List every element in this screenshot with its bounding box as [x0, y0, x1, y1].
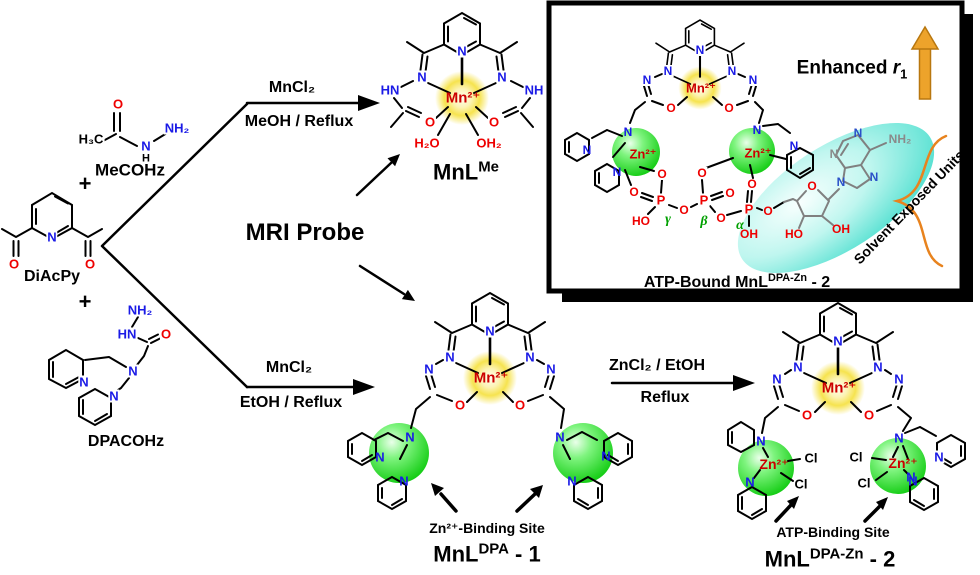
structure-mnl-dpa-1 — [347, 291, 633, 511]
solvent-units-brace — [892, 134, 948, 268]
reaction-arrow-top — [245, 95, 380, 111]
ribose-adenine-bonds — [783, 133, 887, 229]
arrowhead — [358, 95, 380, 111]
arrowhead — [787, 496, 799, 509]
arrowhead — [733, 375, 755, 391]
synthesis-fork-lines — [100, 102, 249, 389]
arrowhead — [401, 289, 415, 301]
reaction-arrow-bottom — [245, 379, 375, 395]
reaction-arrow-right — [610, 375, 755, 391]
atp-binding-sphere-right — [870, 438, 926, 494]
zn-sphere-left-inset — [612, 128, 660, 176]
structure-mnl-dpa-zn-2 — [727, 301, 966, 521]
inset-atp-bound-complex — [564, 18, 948, 268]
enhanced-r1-arrow — [910, 25, 940, 100]
structure-diacpy — [1, 191, 103, 257]
zn-sphere-right-inset — [729, 128, 775, 174]
zn-binding-site-arrows — [431, 483, 543, 513]
triphosphate-bonds — [624, 157, 785, 227]
mri-probe-pointer-arrows — [355, 154, 415, 301]
zn-binding-sphere-right — [553, 423, 613, 483]
structure-mnl-me — [390, 11, 534, 136]
arrowhead — [530, 485, 543, 498]
zn-binding-sphere-left — [369, 423, 429, 483]
solvent-exposed-halo — [737, 123, 935, 273]
atp-binding-site-arrows — [774, 496, 888, 523]
structure-dpacohz — [48, 316, 161, 427]
arrowhead — [876, 497, 888, 510]
arrowhead — [431, 483, 444, 496]
atp-binding-sphere-left — [738, 440, 794, 496]
arrowhead — [387, 154, 400, 167]
structure-mecohz — [102, 112, 168, 147]
arrowhead — [353, 379, 375, 395]
